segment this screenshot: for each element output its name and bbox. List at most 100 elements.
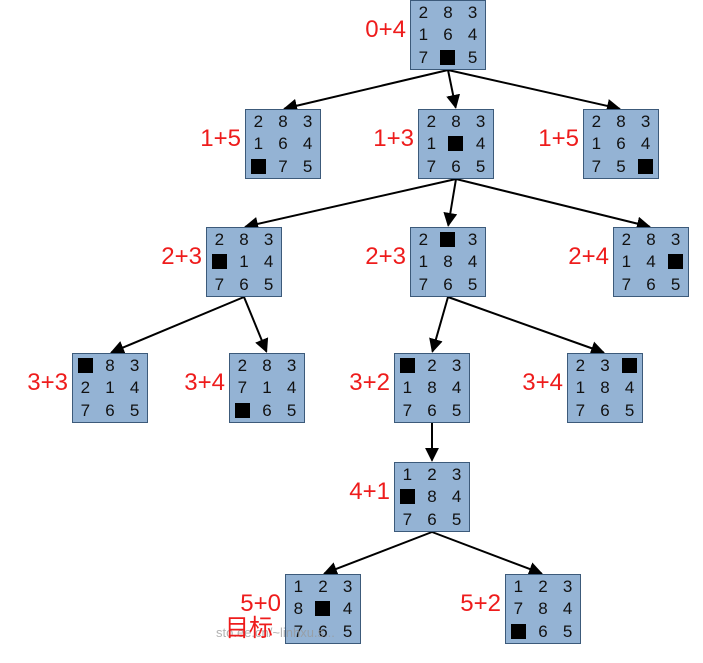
tile: 4	[451, 487, 462, 507]
tile: 4	[624, 378, 635, 398]
tile: 7	[513, 599, 524, 619]
tile: 7	[237, 378, 248, 398]
tile: 4	[342, 599, 353, 619]
tile: 7	[278, 157, 288, 177]
blank-square-icon	[399, 489, 415, 505]
tile: 4	[286, 378, 297, 398]
tile: 1	[513, 576, 524, 596]
tile: 7	[591, 157, 602, 177]
tile: 1	[262, 378, 272, 398]
tile: 7	[575, 401, 586, 421]
tile: 6	[105, 401, 115, 421]
tile: 3	[302, 111, 313, 131]
tile: 5	[616, 157, 626, 177]
tile: 2	[538, 576, 548, 596]
tile: 8	[443, 2, 453, 22]
cost-label: 2+3	[161, 243, 202, 270]
tile: 5	[467, 275, 478, 295]
tile: 2	[418, 229, 429, 249]
tile: 2	[426, 111, 437, 131]
blank-tile	[436, 228, 461, 251]
edge-arrow	[323, 531, 433, 576]
blank-tile	[436, 46, 461, 69]
tile: 6	[262, 401, 272, 421]
cost-label: 3+3	[27, 369, 68, 396]
blank-square-icon	[638, 159, 654, 175]
blank-tile	[230, 399, 255, 422]
tile: 1	[575, 378, 586, 398]
blank-square-icon	[399, 357, 415, 373]
blank-tile	[444, 133, 469, 156]
blank-tile	[207, 251, 232, 274]
tile: 2	[318, 576, 328, 596]
tile: 8	[646, 229, 656, 249]
tile: 7	[214, 275, 225, 295]
tile: 1	[418, 252, 429, 272]
tile: 2	[427, 355, 437, 375]
edge-arrow	[447, 69, 621, 113]
tile: 4	[129, 378, 140, 398]
tile: 7	[402, 510, 413, 530]
tile: 3	[600, 355, 610, 375]
edge-arrow	[110, 296, 245, 355]
cost-label: 3+4	[522, 369, 563, 396]
cost-label: 3+4	[184, 369, 225, 396]
tile: 3	[467, 229, 478, 249]
tile: 5	[451, 401, 462, 421]
edge-arrow	[431, 531, 543, 576]
blank-square-icon	[211, 254, 227, 270]
blank-square-icon	[622, 357, 638, 373]
tile: 6	[538, 622, 548, 642]
cost-label: 1+5	[538, 125, 579, 152]
tile: 8	[278, 111, 288, 131]
tile: 3	[451, 464, 462, 484]
tile: 1	[105, 378, 115, 398]
edge-arrow	[446, 69, 461, 109]
tile: 7	[418, 48, 429, 68]
tile: 1	[293, 576, 304, 596]
tile: 8	[443, 252, 453, 272]
tile: 7	[293, 622, 304, 642]
tile: 8	[616, 111, 626, 131]
tile: 1	[253, 134, 264, 154]
tile: 3	[286, 355, 297, 375]
tile: 7	[621, 275, 632, 295]
tile: 3	[263, 229, 274, 249]
blank-square-icon	[234, 403, 250, 419]
tile: 8	[427, 487, 437, 507]
cost-label: 5+2	[460, 590, 501, 617]
tile: 7	[426, 157, 437, 177]
tile: 2	[237, 355, 248, 375]
tile: 1	[402, 464, 413, 484]
tile: 6	[443, 275, 453, 295]
tile: 3	[467, 2, 478, 22]
blank-tile	[617, 354, 642, 377]
goal-label: 目标	[225, 615, 273, 642]
tile: 5	[286, 401, 297, 421]
tile: 6	[443, 25, 453, 45]
blank-tile	[246, 155, 271, 178]
blank-tile	[633, 155, 658, 178]
tile: 4	[467, 252, 478, 272]
cost-label: 1+3	[373, 125, 414, 152]
tile: 5	[129, 401, 140, 421]
edge-arrow	[447, 296, 605, 355]
tile: 3	[451, 355, 462, 375]
cost-label: 3+2	[349, 369, 390, 396]
blank-square-icon	[668, 254, 684, 270]
tile: 8	[239, 229, 249, 249]
tile: 4	[467, 25, 478, 45]
tile: 6	[600, 401, 610, 421]
tile: 5	[451, 510, 462, 530]
tile: 2	[427, 464, 437, 484]
blank-square-icon	[510, 624, 526, 640]
